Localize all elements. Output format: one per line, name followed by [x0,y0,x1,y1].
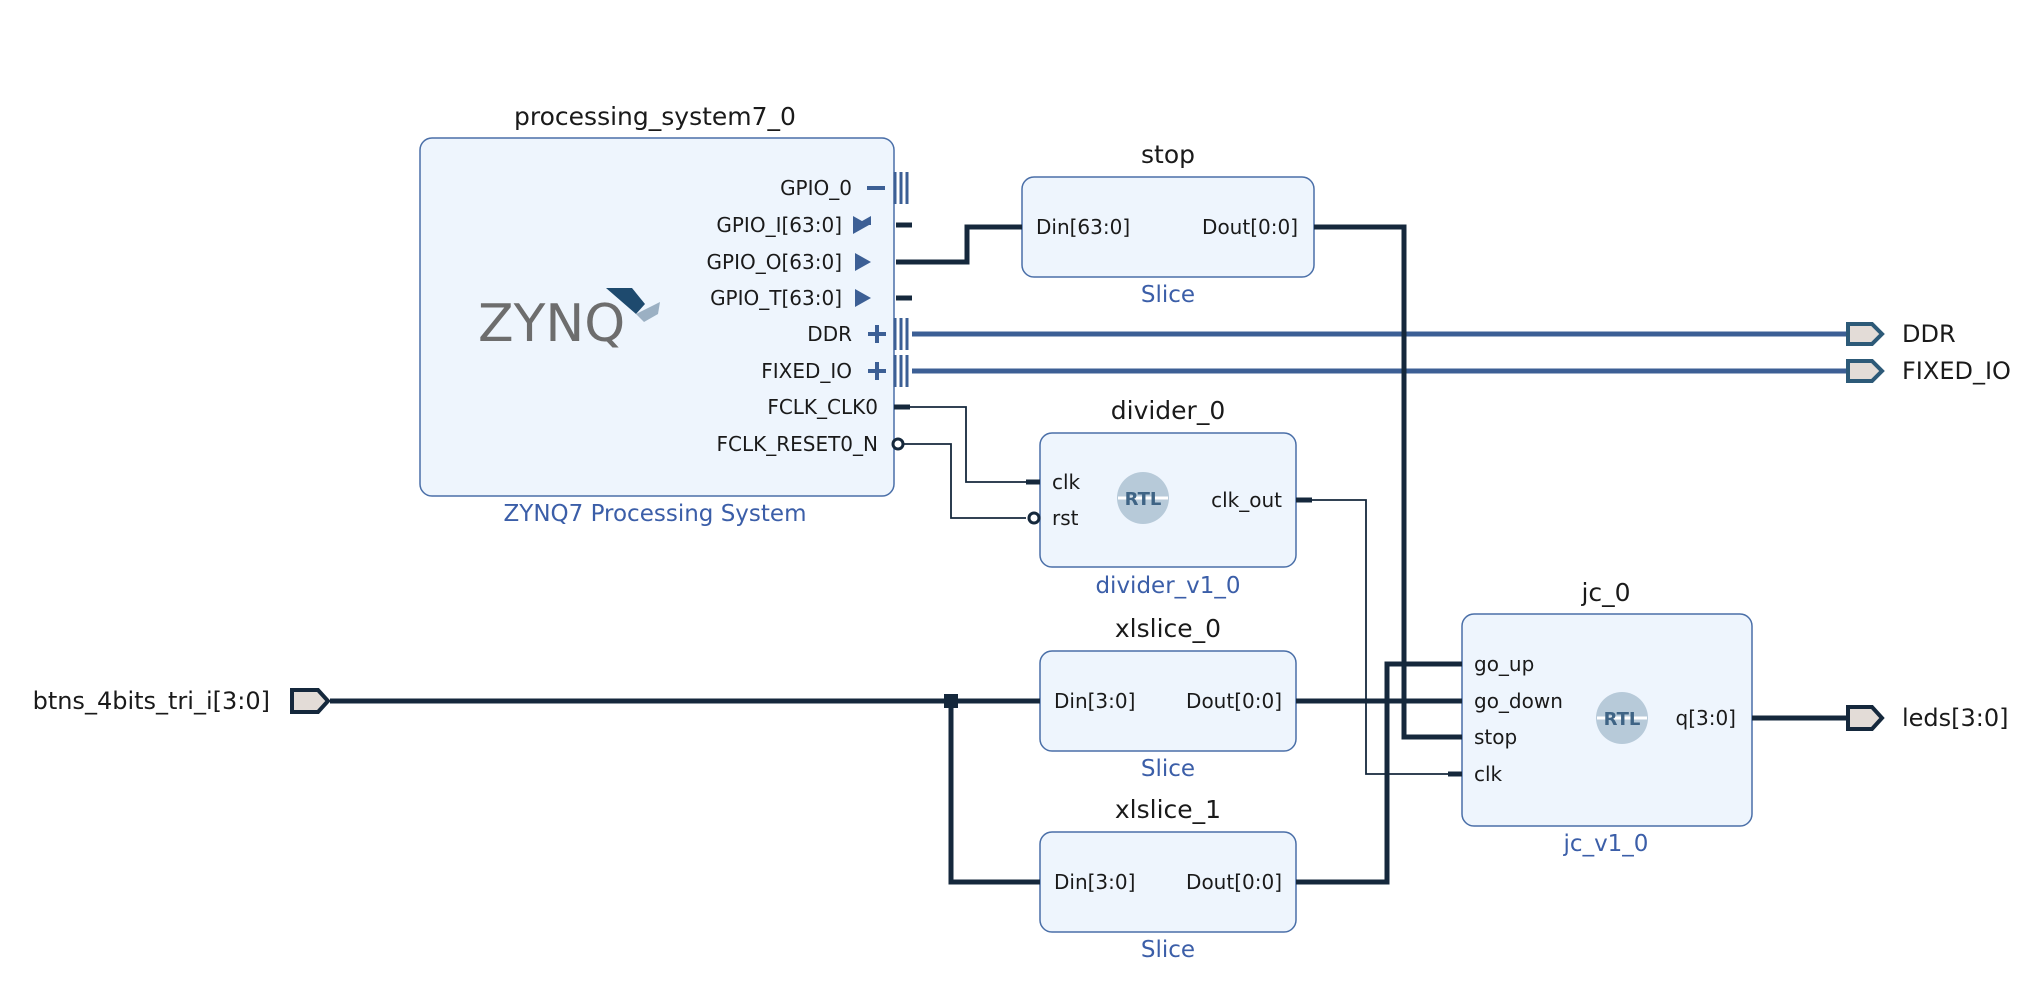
port-connector-icon[interactable] [1846,705,1885,731]
net-stop[interactable] [1330,224,1452,740]
output-arrow-icon [855,253,871,271]
svg-text:RTL: RTL [1604,709,1641,730]
net-junction [944,694,958,708]
port-label-din: Din[3:0] [1054,870,1135,894]
block-body[interactable] [419,137,895,497]
port-label-clk: clk [1474,762,1503,786]
interface-bars-icon[interactable] [893,318,909,350]
external-port-label: DDR [1902,320,1956,348]
interface-bars-icon[interactable] [893,172,909,204]
output-arrow-icon [855,289,871,307]
rtl-badge-icon: RTL [1596,692,1648,744]
net-go-up[interactable] [1312,661,1452,885]
port-connector-icon[interactable] [290,688,331,714]
port-connector-icon[interactable] [1846,322,1885,346]
port-label-fclk-reset0-n: FCLK_RESET0_N [717,432,879,456]
net-fclk-reset0-n[interactable] [904,443,1026,519]
port-label-clk-out: clk_out [1211,488,1282,512]
external-port-label: btns_4bits_tri_i[3:0] [33,687,270,715]
plus-icon[interactable] [868,362,886,380]
inverted-pin-icon[interactable] [891,437,905,451]
block-jc-0[interactable]: jc_0 jc_v1_0 go_up go_down stop clk q[3:… [1448,578,1766,857]
block-type: ZYNQ7 Processing System [504,501,807,527]
svg-text:ZYNQ: ZYNQ [478,294,625,354]
block-divider-0[interactable]: divider_0 divider_v1_0 clk rst clk_out R… [1026,396,1312,599]
net-clk-out[interactable] [1312,499,1452,775]
block-xlslice-1[interactable]: xlslice_1 Slice Din[3:0] Dout[0:0] [1026,795,1312,963]
block-title: stop [1141,140,1195,169]
input-arrow-icon [853,216,869,234]
port-label-dout: Dout[0:0] [1186,689,1282,713]
external-port-label: FIXED_IO [1902,357,2011,385]
port-connector-icon[interactable] [1846,359,1885,383]
zynq-logo: ZYNQ [478,288,660,354]
port-label-fclk-clk0: FCLK_CLK0 [767,395,878,419]
port-label-dout: Dout[0:0] [1202,215,1298,239]
external-port-leds[interactable]: leds[3:0] [1846,704,2009,732]
block-xlslice-0[interactable]: xlslice_0 Slice Din[3:0] Dout[0:0] [1026,614,1312,782]
net-btns-branch[interactable] [948,701,1026,885]
block-title: jc_0 [1580,578,1630,607]
external-port-label: leds[3:0] [1902,704,2009,732]
port-label-gpio-o: GPIO_O[63:0] [707,250,842,274]
port-label-din: Din[63:0] [1036,215,1130,239]
external-port-btns[interactable]: btns_4bits_tri_i[3:0] [33,687,331,715]
port-label-go-up: go_up [1474,652,1534,676]
plus-icon[interactable] [868,325,886,343]
block-type: jc_v1_0 [1563,831,1649,857]
port-label-dout: Dout[0:0] [1186,870,1282,894]
block-processing-system7-0[interactable]: processing_system7_0 ZYNQ7 Processing Sy… [419,102,912,527]
net-gpio-o[interactable] [912,224,1022,265]
port-label-gpio-0: GPIO_0 [780,176,852,200]
port-label-din: Din[3:0] [1054,689,1135,713]
svg-text:RTL: RTL [1125,489,1162,510]
external-port-fixed-io[interactable]: FIXED_IO [1846,357,2011,385]
net-fclk-clk0[interactable] [904,406,1026,483]
port-label-go-down: go_down [1474,689,1563,713]
block-type: divider_v1_0 [1095,573,1240,599]
external-port-ddr[interactable]: DDR [1846,320,1956,348]
rtl-badge-icon: RTL [1117,472,1169,524]
block-title: divider_0 [1111,396,1226,425]
port-label-ddr: DDR [807,322,852,346]
block-type: Slice [1141,756,1195,782]
interface-bars-icon[interactable] [893,355,909,387]
port-label-fixed-io: FIXED_IO [761,359,852,383]
block-stop[interactable]: stop Slice Din[63:0] Dout[0:0] [1008,140,1330,308]
block-type: Slice [1141,937,1195,963]
port-label-q: q[3:0] [1676,706,1737,730]
block-title: xlslice_1 [1115,795,1221,824]
nets [330,224,1848,885]
port-label-rst: rst [1052,506,1079,530]
port-label-gpio-i: GPIO_I[63:0] [716,213,842,237]
block-title: xlslice_0 [1115,614,1221,643]
block-title: processing_system7_0 [514,102,796,131]
port-label-gpio-t: GPIO_T[63:0] [710,286,842,310]
inverted-pin-icon[interactable] [1027,511,1041,525]
port-label-clk: clk [1052,470,1081,494]
block-type: Slice [1141,282,1195,308]
port-label-stop: stop [1474,725,1517,749]
